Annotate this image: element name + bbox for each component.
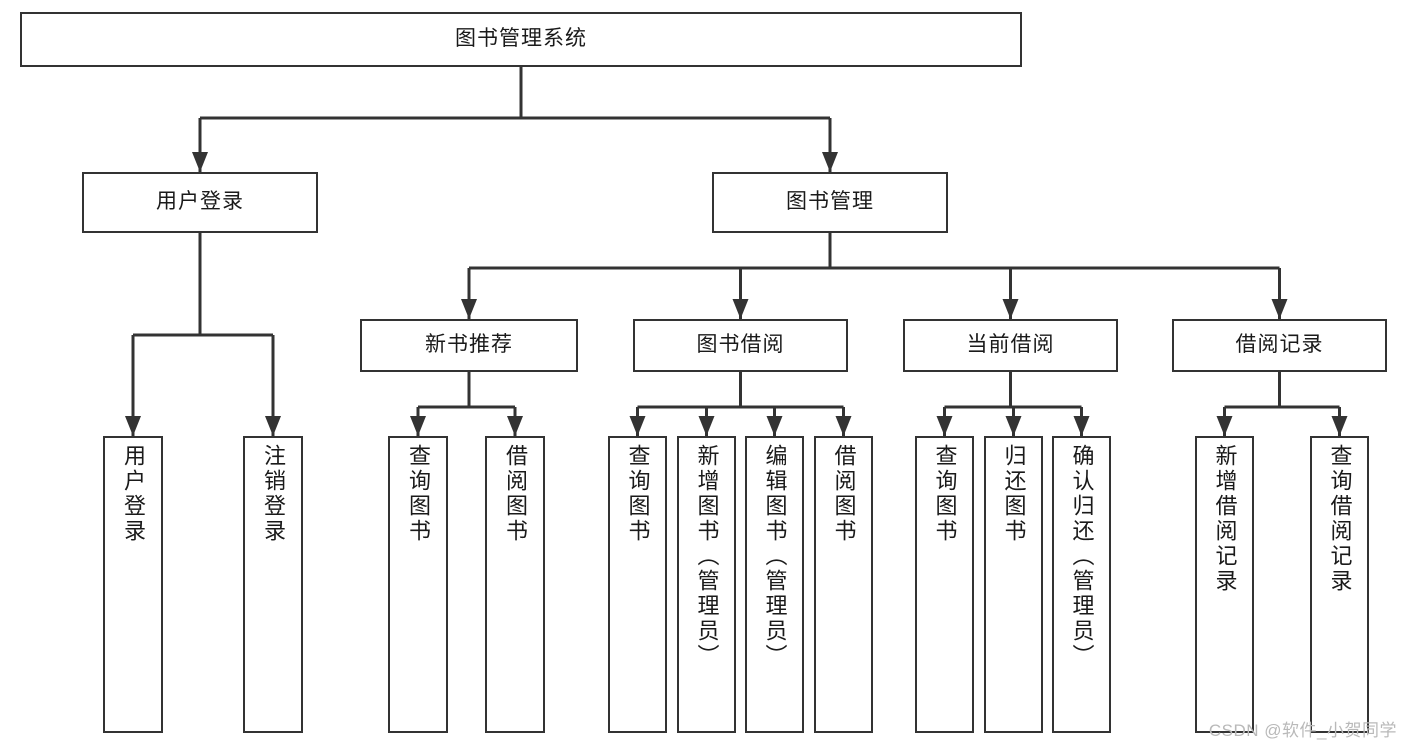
arrowhead-icon bbox=[1002, 299, 1019, 319]
node-label: 借阅记录 bbox=[1235, 333, 1324, 357]
node-new_book_rec[interactable]: 新书推荐 bbox=[360, 319, 578, 372]
node-book_borrow[interactable]: 图书借阅 bbox=[633, 319, 848, 372]
arrowhead-icon bbox=[1005, 416, 1022, 436]
arrowhead-icon bbox=[835, 416, 852, 436]
node-leaf_borrow_book_1[interactable]: 借阅图书 bbox=[485, 436, 545, 733]
node-current_borrow[interactable]: 当前借阅 bbox=[903, 319, 1118, 372]
node-book_mgmt[interactable]: 图书管理 bbox=[712, 172, 948, 233]
node-leaf_query_book_1[interactable]: 查询图书 bbox=[388, 436, 448, 733]
arrowhead-icon bbox=[1331, 416, 1348, 436]
node-leaf_logout[interactable]: 注销登录 bbox=[243, 436, 303, 733]
node-label: 用户登录 bbox=[156, 190, 244, 214]
node-label: 图书借阅 bbox=[696, 333, 785, 357]
node-label: 借阅图书 bbox=[503, 444, 528, 544]
arrowhead-icon bbox=[461, 299, 477, 319]
node-leaf_user_login[interactable]: 用户登录 bbox=[103, 436, 163, 733]
node-label: 查询图书 bbox=[406, 444, 431, 544]
node-label: 查询图书 bbox=[932, 444, 958, 544]
node-leaf_borrow_book_2[interactable]: 借阅图书 bbox=[814, 436, 873, 733]
node-label: 图书管理系统 bbox=[455, 27, 587, 51]
node-leaf_return_book[interactable]: 归还图书 bbox=[984, 436, 1043, 733]
node-label: 用户登录 bbox=[121, 444, 146, 544]
node-leaf_query_book_3[interactable]: 查询图书 bbox=[915, 436, 974, 733]
arrowhead-icon bbox=[125, 416, 141, 436]
node-label: 新书推荐 bbox=[425, 333, 513, 357]
node-label: 图书管理 bbox=[786, 190, 874, 214]
arrowhead-icon bbox=[1271, 299, 1288, 319]
node-label: 确认归还（管理员） bbox=[1069, 444, 1095, 669]
node-leaf_query_book_2[interactable]: 查询图书 bbox=[608, 436, 667, 733]
arrowhead-icon bbox=[766, 416, 783, 436]
arrowhead-icon bbox=[507, 416, 523, 436]
arrowhead-icon bbox=[936, 416, 953, 436]
node-label: 新增借阅记录 bbox=[1212, 444, 1238, 594]
node-root[interactable]: 图书管理系统 bbox=[20, 12, 1022, 67]
node-label: 当前借阅 bbox=[966, 333, 1055, 357]
node-label: 注销登录 bbox=[261, 444, 286, 544]
node-label: 借阅图书 bbox=[831, 444, 857, 544]
arrowhead-icon bbox=[822, 152, 838, 172]
node-leaf_add_book[interactable]: 新增图书（管理员） bbox=[677, 436, 736, 733]
arrowhead-icon bbox=[698, 416, 715, 436]
arrowhead-icon bbox=[629, 416, 646, 436]
node-user_login[interactable]: 用户登录 bbox=[82, 172, 318, 233]
node-leaf_confirm_return[interactable]: 确认归还（管理员） bbox=[1052, 436, 1111, 733]
node-label: 查询借阅记录 bbox=[1327, 444, 1353, 594]
node-leaf_query_record[interactable]: 查询借阅记录 bbox=[1310, 436, 1369, 733]
arrowhead-icon bbox=[192, 152, 208, 172]
node-borrow_record[interactable]: 借阅记录 bbox=[1172, 319, 1387, 372]
node-leaf_add_record[interactable]: 新增借阅记录 bbox=[1195, 436, 1254, 733]
arrowhead-icon bbox=[1073, 416, 1090, 436]
node-label: 新增图书（管理员） bbox=[694, 444, 720, 669]
node-label: 归还图书 bbox=[1001, 444, 1027, 544]
arrowhead-icon bbox=[1216, 416, 1233, 436]
arrowhead-icon bbox=[265, 416, 281, 436]
watermark: CSDN @软件_小贺同学 bbox=[1208, 721, 1397, 740]
node-leaf_edit_book[interactable]: 编辑图书（管理员） bbox=[745, 436, 804, 733]
arrowhead-icon bbox=[410, 416, 426, 436]
node-label: 编辑图书（管理员） bbox=[762, 444, 788, 669]
node-label: 查询图书 bbox=[625, 444, 651, 544]
arrowhead-icon bbox=[732, 299, 749, 319]
